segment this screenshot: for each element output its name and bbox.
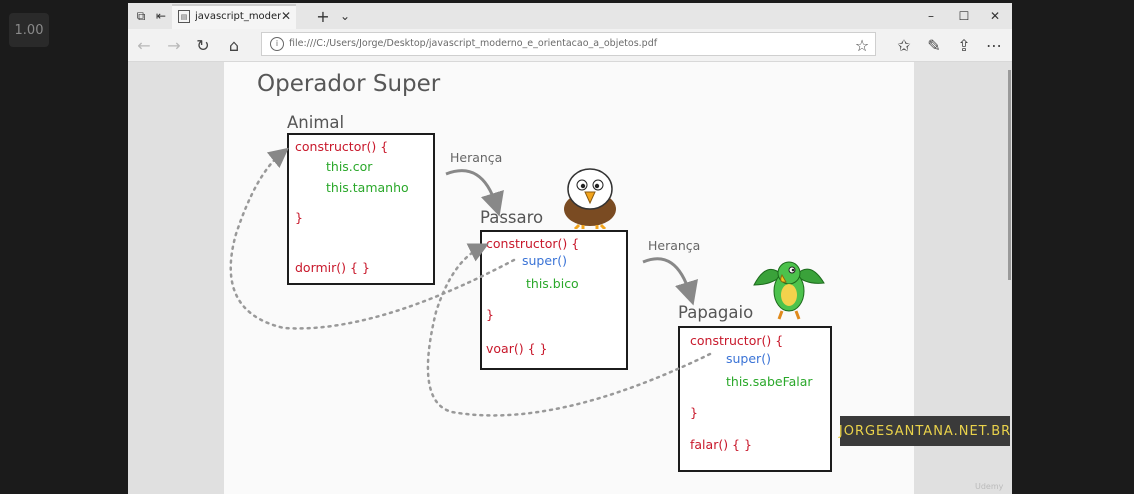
browser-tab[interactable]: ▤ javascript_moderno_e_c ✕ <box>172 4 296 29</box>
code-line: voar() { } <box>486 341 548 356</box>
inheritance-label: Herança <box>648 238 701 253</box>
scrollbar[interactable] <box>1008 70 1011 280</box>
code-line: this.tamanho <box>326 180 409 195</box>
address-bar[interactable]: i file:///C:/Users/Jorge/Desktop/javascr… <box>261 32 876 56</box>
class-name-passaro: Passaro <box>480 208 544 227</box>
class-box-papagaio: constructor() { super() this.sabeFalar }… <box>678 326 832 472</box>
pdf-icon: ▤ <box>178 10 190 23</box>
new-tab-icon[interactable]: + <box>316 6 330 26</box>
class-name-papagaio: Papagaio <box>678 303 754 322</box>
close-icon[interactable]: ✕ <box>280 9 291 23</box>
navigation-bar: ← → ↻ ⌂ i file:///C:/Users/Jorge/Desktop… <box>128 29 1012 62</box>
code-line: } <box>295 210 303 225</box>
maximize-icon[interactable]: ☐ <box>958 9 970 23</box>
pdf-page: Operador Super Animal constructor() { th… <box>224 62 914 494</box>
pdf-viewer: Operador Super Animal constructor() { th… <box>128 62 1012 494</box>
code-line: constructor() { <box>486 236 580 251</box>
class-box-animal: constructor() { this.cor this.tamanho } … <box>287 133 435 285</box>
home-icon[interactable]: ⌂ <box>228 35 240 55</box>
inheritance-label: Herança <box>450 150 503 165</box>
address-url: file:///C:/Users/Jorge/Desktop/javascrip… <box>289 38 658 49</box>
share-icon[interactable]: ⇪ <box>957 35 971 55</box>
class-name-animal: Animal <box>287 113 345 132</box>
favorites-hub-icon[interactable]: ✩ <box>897 35 911 55</box>
code-line: dormir() { } <box>295 260 370 275</box>
code-line: super() <box>522 253 567 268</box>
pen-icon[interactable]: ✎ <box>927 35 941 55</box>
watermark: Udemy <box>975 482 1004 491</box>
tab-actions-icon[interactable]: ⧉ <box>136 8 146 23</box>
code-line: this.sabeFalar <box>726 374 813 389</box>
chevron-down-icon[interactable]: ⌄ <box>339 9 351 23</box>
set-aside-icon[interactable]: ⇤ <box>155 9 167 23</box>
code-line: this.bico <box>526 276 579 291</box>
class-box-passaro: constructor() { super() this.bico } voar… <box>480 230 628 370</box>
browser-window: ⧉ ⇤ ▤ javascript_moderno_e_c ✕ + ⌄ – ☐ ✕… <box>128 3 1012 494</box>
window-close-icon[interactable]: ✕ <box>989 9 1001 23</box>
back-icon[interactable]: ← <box>137 35 151 55</box>
website-banner: JORGESANTANA.NET.BR <box>839 416 1010 446</box>
favorite-star-icon[interactable]: ☆ <box>854 35 870 55</box>
tab-bar: ⧉ ⇤ ▤ javascript_moderno_e_c ✕ + ⌄ – ☐ ✕ <box>128 3 1012 29</box>
info-icon[interactable]: i <box>270 37 284 51</box>
refresh-icon[interactable]: ↻ <box>196 35 210 55</box>
inheritance-arrow <box>445 169 504 217</box>
code-line: falar() { } <box>690 437 752 452</box>
code-line: this.cor <box>326 159 373 174</box>
tab-title: javascript_moderno_e_c <box>195 11 281 22</box>
inheritance-arrow <box>642 257 698 306</box>
slide-title: Operador Super <box>257 71 441 97</box>
code-line: super() <box>726 351 771 366</box>
playback-speed[interactable]: 1.00 <box>9 13 49 47</box>
code-line: } <box>690 405 698 420</box>
parrot-icon <box>753 261 825 320</box>
more-icon[interactable]: ⋯ <box>986 35 1002 55</box>
minimize-icon[interactable]: – <box>928 9 934 23</box>
code-line: constructor() { <box>690 333 784 348</box>
forward-icon[interactable]: → <box>167 35 181 55</box>
code-line: constructor() { <box>295 139 389 154</box>
code-line: } <box>486 307 494 322</box>
eagle-icon <box>564 168 616 229</box>
